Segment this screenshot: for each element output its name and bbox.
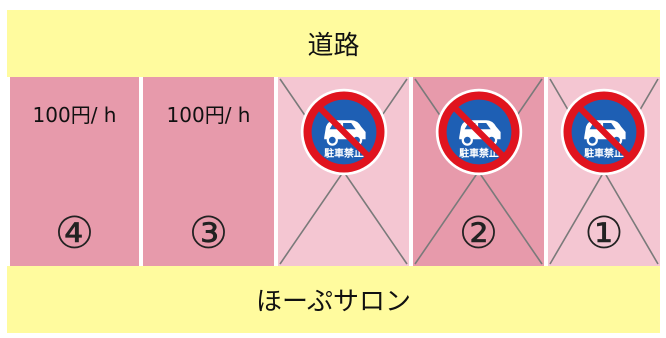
- no-parking-sign-icon: 駐車禁止: [435, 88, 522, 176]
- parking-space-3: 100円/ h ③: [143, 77, 274, 266]
- building-label: ほーぷサロン: [256, 287, 411, 317]
- no-parking-sign-icon: 駐車禁止: [560, 88, 648, 176]
- price-label: 100円/ h: [166, 103, 251, 127]
- space-number: ②: [458, 208, 499, 259]
- sign-text: 駐車禁止: [324, 146, 364, 159]
- sign-text: 駐車禁止: [584, 146, 624, 159]
- building-band: ほーぷサロン: [7, 266, 660, 333]
- space-number: ①: [584, 208, 624, 259]
- parking-space-1: 駐車禁止 ①: [548, 77, 660, 266]
- price-label: 100円/ h: [32, 103, 117, 127]
- parking-space-unnumbered: 駐車禁止: [278, 77, 409, 266]
- parking-space-2: 駐車禁止 ②: [413, 77, 544, 266]
- space-number: ④: [54, 208, 95, 259]
- sign-text: 駐車禁止: [459, 146, 499, 159]
- no-parking-sign-icon: 駐車禁止: [300, 88, 387, 176]
- road-label: 道路: [307, 31, 360, 61]
- parking-lot: 100円/ h ④ 100円/ h ③ 駐車禁止: [7, 77, 660, 266]
- space-number: ③: [188, 208, 229, 259]
- parking-space-4: 100円/ h ④: [7, 77, 139, 266]
- road-band: 道路: [7, 10, 660, 77]
